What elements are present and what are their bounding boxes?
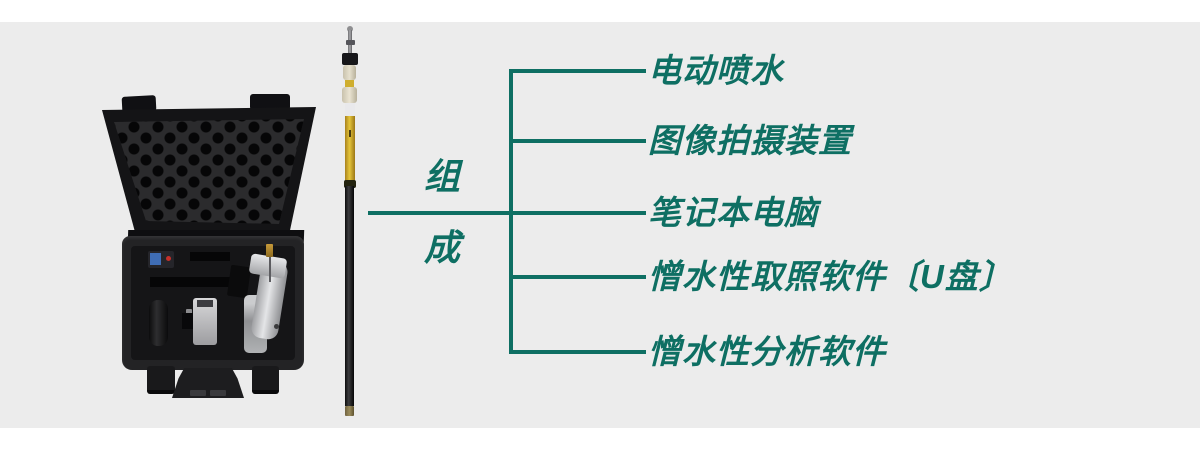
- pole-yellow-neck: [345, 80, 354, 88]
- branch-line-3: [509, 211, 646, 215]
- mounting-clamp: [226, 264, 252, 299]
- foam-slot: [190, 252, 230, 261]
- foam-slot: [150, 277, 236, 287]
- equipment-case-photo: [98, 94, 316, 402]
- meter-screen: [150, 253, 161, 265]
- branch-line-2: [509, 139, 646, 143]
- case-handle: [172, 368, 244, 398]
- branch-label-photo-software-usb: 憎水性取照软件〔U盘〕: [648, 258, 1013, 295]
- pole-sticker: [345, 103, 355, 116]
- branch-line-4: [509, 275, 646, 279]
- branch-label-image-capture: 图像拍摄装置: [648, 122, 852, 159]
- pole-black-collar: [342, 53, 358, 65]
- pole-tip-ball: [347, 26, 353, 32]
- pole-black-section: [345, 186, 354, 406]
- pole-coupler-lower: [342, 87, 357, 103]
- nozzle-wire: [269, 256, 271, 282]
- pole-coupler-upper: [343, 65, 356, 80]
- meter-red-button: [166, 256, 171, 261]
- root-label-char-2: 成: [423, 227, 460, 268]
- pole-tip-collar: [346, 40, 355, 45]
- brass-nozzle: [266, 244, 273, 257]
- pole-clip-mark: [349, 130, 351, 137]
- root-connector-line: [368, 211, 513, 215]
- branch-label-electric-spray: 电动喷水: [648, 52, 784, 89]
- branch-line-1: [509, 69, 646, 73]
- telescopic-pole-photo: [338, 26, 362, 418]
- pole-joint: [344, 180, 356, 188]
- branch-label-laptop: 笔记本电脑: [648, 194, 818, 231]
- handle-grip: [190, 390, 206, 396]
- pole-yellow-section: [345, 116, 355, 182]
- pole-end-cap: [345, 406, 354, 416]
- root-label-char-1: 组: [423, 156, 460, 197]
- lid-eggcrate-foam: [114, 119, 304, 224]
- branch-label-analysis-software: 憎水性分析软件: [648, 333, 886, 370]
- control-box-label: [197, 300, 213, 307]
- case-latch-left: [147, 366, 175, 394]
- case-latch-right: [252, 366, 279, 394]
- handle-grip: [210, 390, 226, 396]
- connector-pin: [186, 309, 192, 315]
- branch-line-5: [509, 350, 646, 354]
- lid-latch-right: [250, 94, 290, 110]
- cylinder-part: [149, 300, 168, 346]
- sprayer-hole: [274, 324, 279, 329]
